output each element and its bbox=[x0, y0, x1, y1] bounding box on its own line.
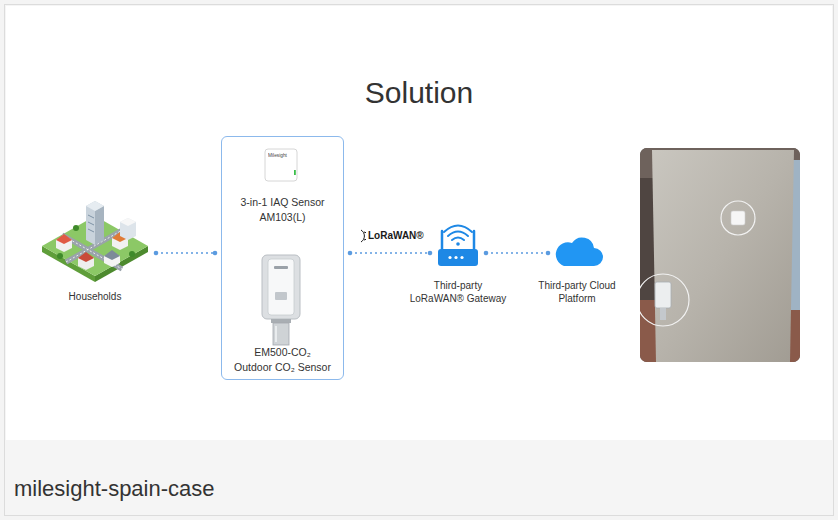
cloud-icon bbox=[556, 237, 603, 266]
node-label-block: Households bbox=[40, 290, 150, 303]
dotted-connector bbox=[348, 251, 433, 256]
sensor-node: 3-in-1 IAQ SensorAM103(L) bbox=[222, 147, 343, 229]
device-model: AM103(L) bbox=[222, 210, 343, 225]
logo-text: Milesight bbox=[268, 153, 287, 158]
device-name: EM500-CO₂ bbox=[222, 345, 343, 360]
node-label-block: Third-party Cloud Platform bbox=[532, 279, 622, 305]
site-photo bbox=[637, 148, 800, 362]
device-group-box: 3-in-1 IAQ SensorAM103(L) EM500-CO₂Outdoo… bbox=[221, 136, 344, 380]
node-label: Households bbox=[40, 290, 150, 303]
node-label: Third-party LoRaWAN® Gateway bbox=[408, 279, 508, 305]
device-model: Outdoor CO₂ Sensor bbox=[222, 360, 343, 375]
dotted-connector bbox=[484, 251, 551, 256]
node-label: Third-party Cloud Platform bbox=[532, 279, 622, 305]
dotted-connector bbox=[154, 251, 218, 256]
gateway-node: Third-party LoRaWAN® Gateway bbox=[436, 226, 480, 268]
diagram-title: Solution bbox=[0, 76, 838, 110]
cloud-node: Third-party Cloud Platform bbox=[554, 232, 600, 268]
end-dot bbox=[546, 251, 551, 256]
sensor-node: EM500-CO₂Outdoor CO₂ Sensor bbox=[222, 251, 343, 379]
gateway-icon bbox=[438, 226, 478, 267]
end-dot bbox=[348, 251, 353, 256]
edge-label: LoRaWAN® bbox=[366, 230, 426, 241]
connector-line bbox=[156, 252, 215, 253]
connector-line bbox=[486, 252, 548, 253]
am103-device bbox=[265, 149, 297, 181]
device-name: 3-in-1 IAQ Sensor bbox=[222, 195, 343, 210]
end-dot bbox=[428, 251, 433, 256]
households-node: Households bbox=[40, 204, 150, 282]
end-dot bbox=[154, 251, 159, 256]
connector-line bbox=[350, 252, 430, 253]
city-illustration bbox=[42, 201, 148, 282]
image-caption: milesight-spain-case bbox=[14, 476, 215, 502]
em500-device bbox=[262, 255, 300, 345]
node-label-block: Third-party LoRaWAN® Gateway bbox=[408, 279, 508, 305]
end-dot bbox=[484, 251, 489, 256]
end-dot bbox=[213, 251, 218, 256]
